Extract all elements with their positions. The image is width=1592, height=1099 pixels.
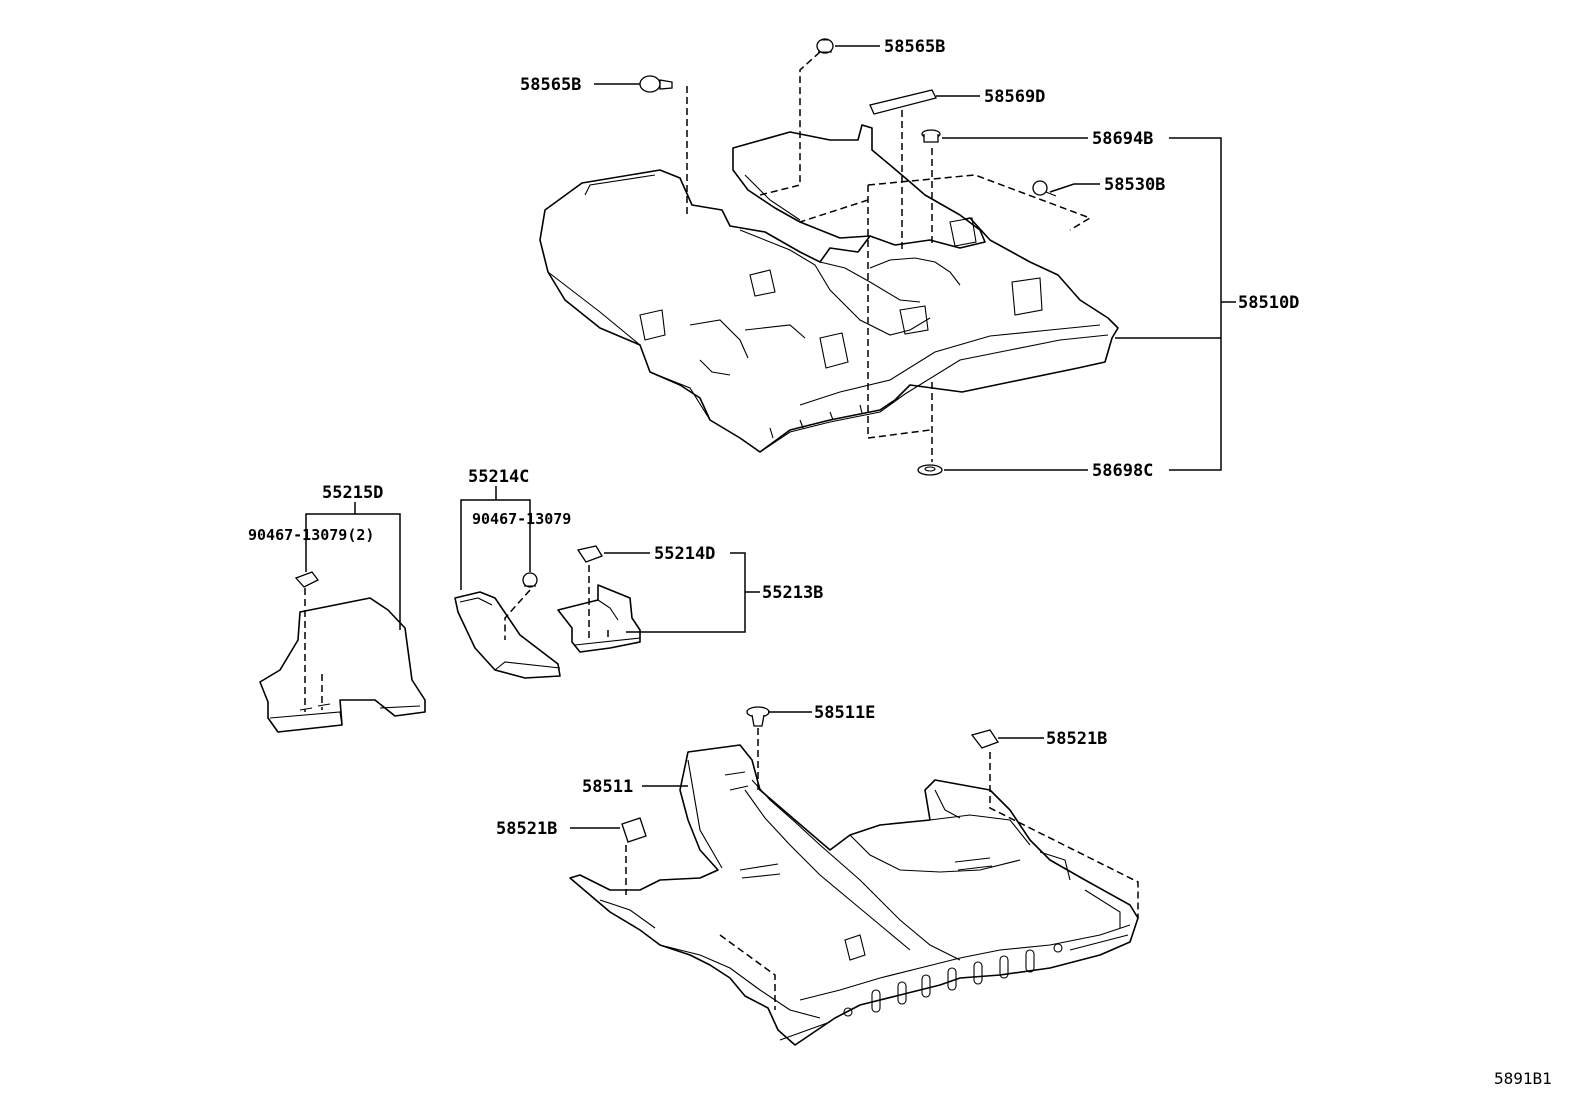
label-58694B: 58694B bbox=[1092, 129, 1153, 149]
left-cover-guides bbox=[304, 502, 401, 712]
label-58569D: 58569D bbox=[984, 87, 1045, 107]
floor-mat-58511 bbox=[569, 744, 1139, 1046]
scuff-plate-55214C bbox=[454, 591, 561, 679]
label-58521B-left: 58521B bbox=[496, 819, 557, 839]
upper-leaders bbox=[594, 45, 1236, 471]
clip-55214D bbox=[576, 545, 603, 563]
clip-90467-13079-left bbox=[294, 571, 319, 588]
pad-58569D bbox=[869, 89, 937, 115]
label-58565B-left: 58565B bbox=[520, 75, 581, 95]
label-58530B: 58530B bbox=[1104, 175, 1165, 195]
clip-58694B bbox=[921, 129, 941, 143]
label-58511: 58511 bbox=[582, 777, 633, 797]
label-55214C: 55214C bbox=[468, 467, 529, 487]
clip-58521B-left bbox=[621, 817, 647, 843]
label-58511E: 58511E bbox=[814, 703, 875, 723]
footrest-cover-55215D bbox=[259, 597, 426, 733]
bolt-58530B bbox=[1032, 180, 1057, 197]
lower-leaders bbox=[570, 711, 1044, 829]
clip-90467-13079-center bbox=[522, 572, 538, 588]
clip-58565B-top bbox=[816, 38, 834, 54]
clip-58511E bbox=[746, 706, 770, 727]
reference-code: 5891B1 bbox=[1494, 1069, 1552, 1088]
part-labels: 58565B 58565B 58569D 58694B 58530B 58510… bbox=[248, 37, 1552, 1088]
clip-58565B-left bbox=[639, 75, 673, 93]
floor-carpet-58510D bbox=[539, 124, 1119, 453]
lower-dashed-guides bbox=[625, 728, 1139, 1010]
clip-58521B-right bbox=[970, 729, 999, 749]
label-58521B-right: 58521B bbox=[1046, 729, 1107, 749]
center-plate-guides bbox=[460, 486, 531, 640]
washer-58698C bbox=[917, 464, 943, 476]
right-footrest-guides bbox=[588, 552, 760, 642]
upper-dashed-guides bbox=[686, 51, 1092, 462]
label-90467-13079-2: 90467-13079(2) bbox=[248, 526, 374, 544]
footrest-55213B bbox=[557, 584, 641, 653]
label-90467-13079: 90467-13079 bbox=[472, 510, 571, 528]
label-58510D: 58510D bbox=[1238, 293, 1299, 313]
label-55215D: 55215D bbox=[322, 483, 383, 503]
label-58698C: 58698C bbox=[1092, 461, 1153, 481]
label-55214D: 55214D bbox=[654, 544, 715, 564]
label-58565B-top: 58565B bbox=[884, 37, 945, 57]
label-55213B: 55213B bbox=[762, 583, 823, 603]
